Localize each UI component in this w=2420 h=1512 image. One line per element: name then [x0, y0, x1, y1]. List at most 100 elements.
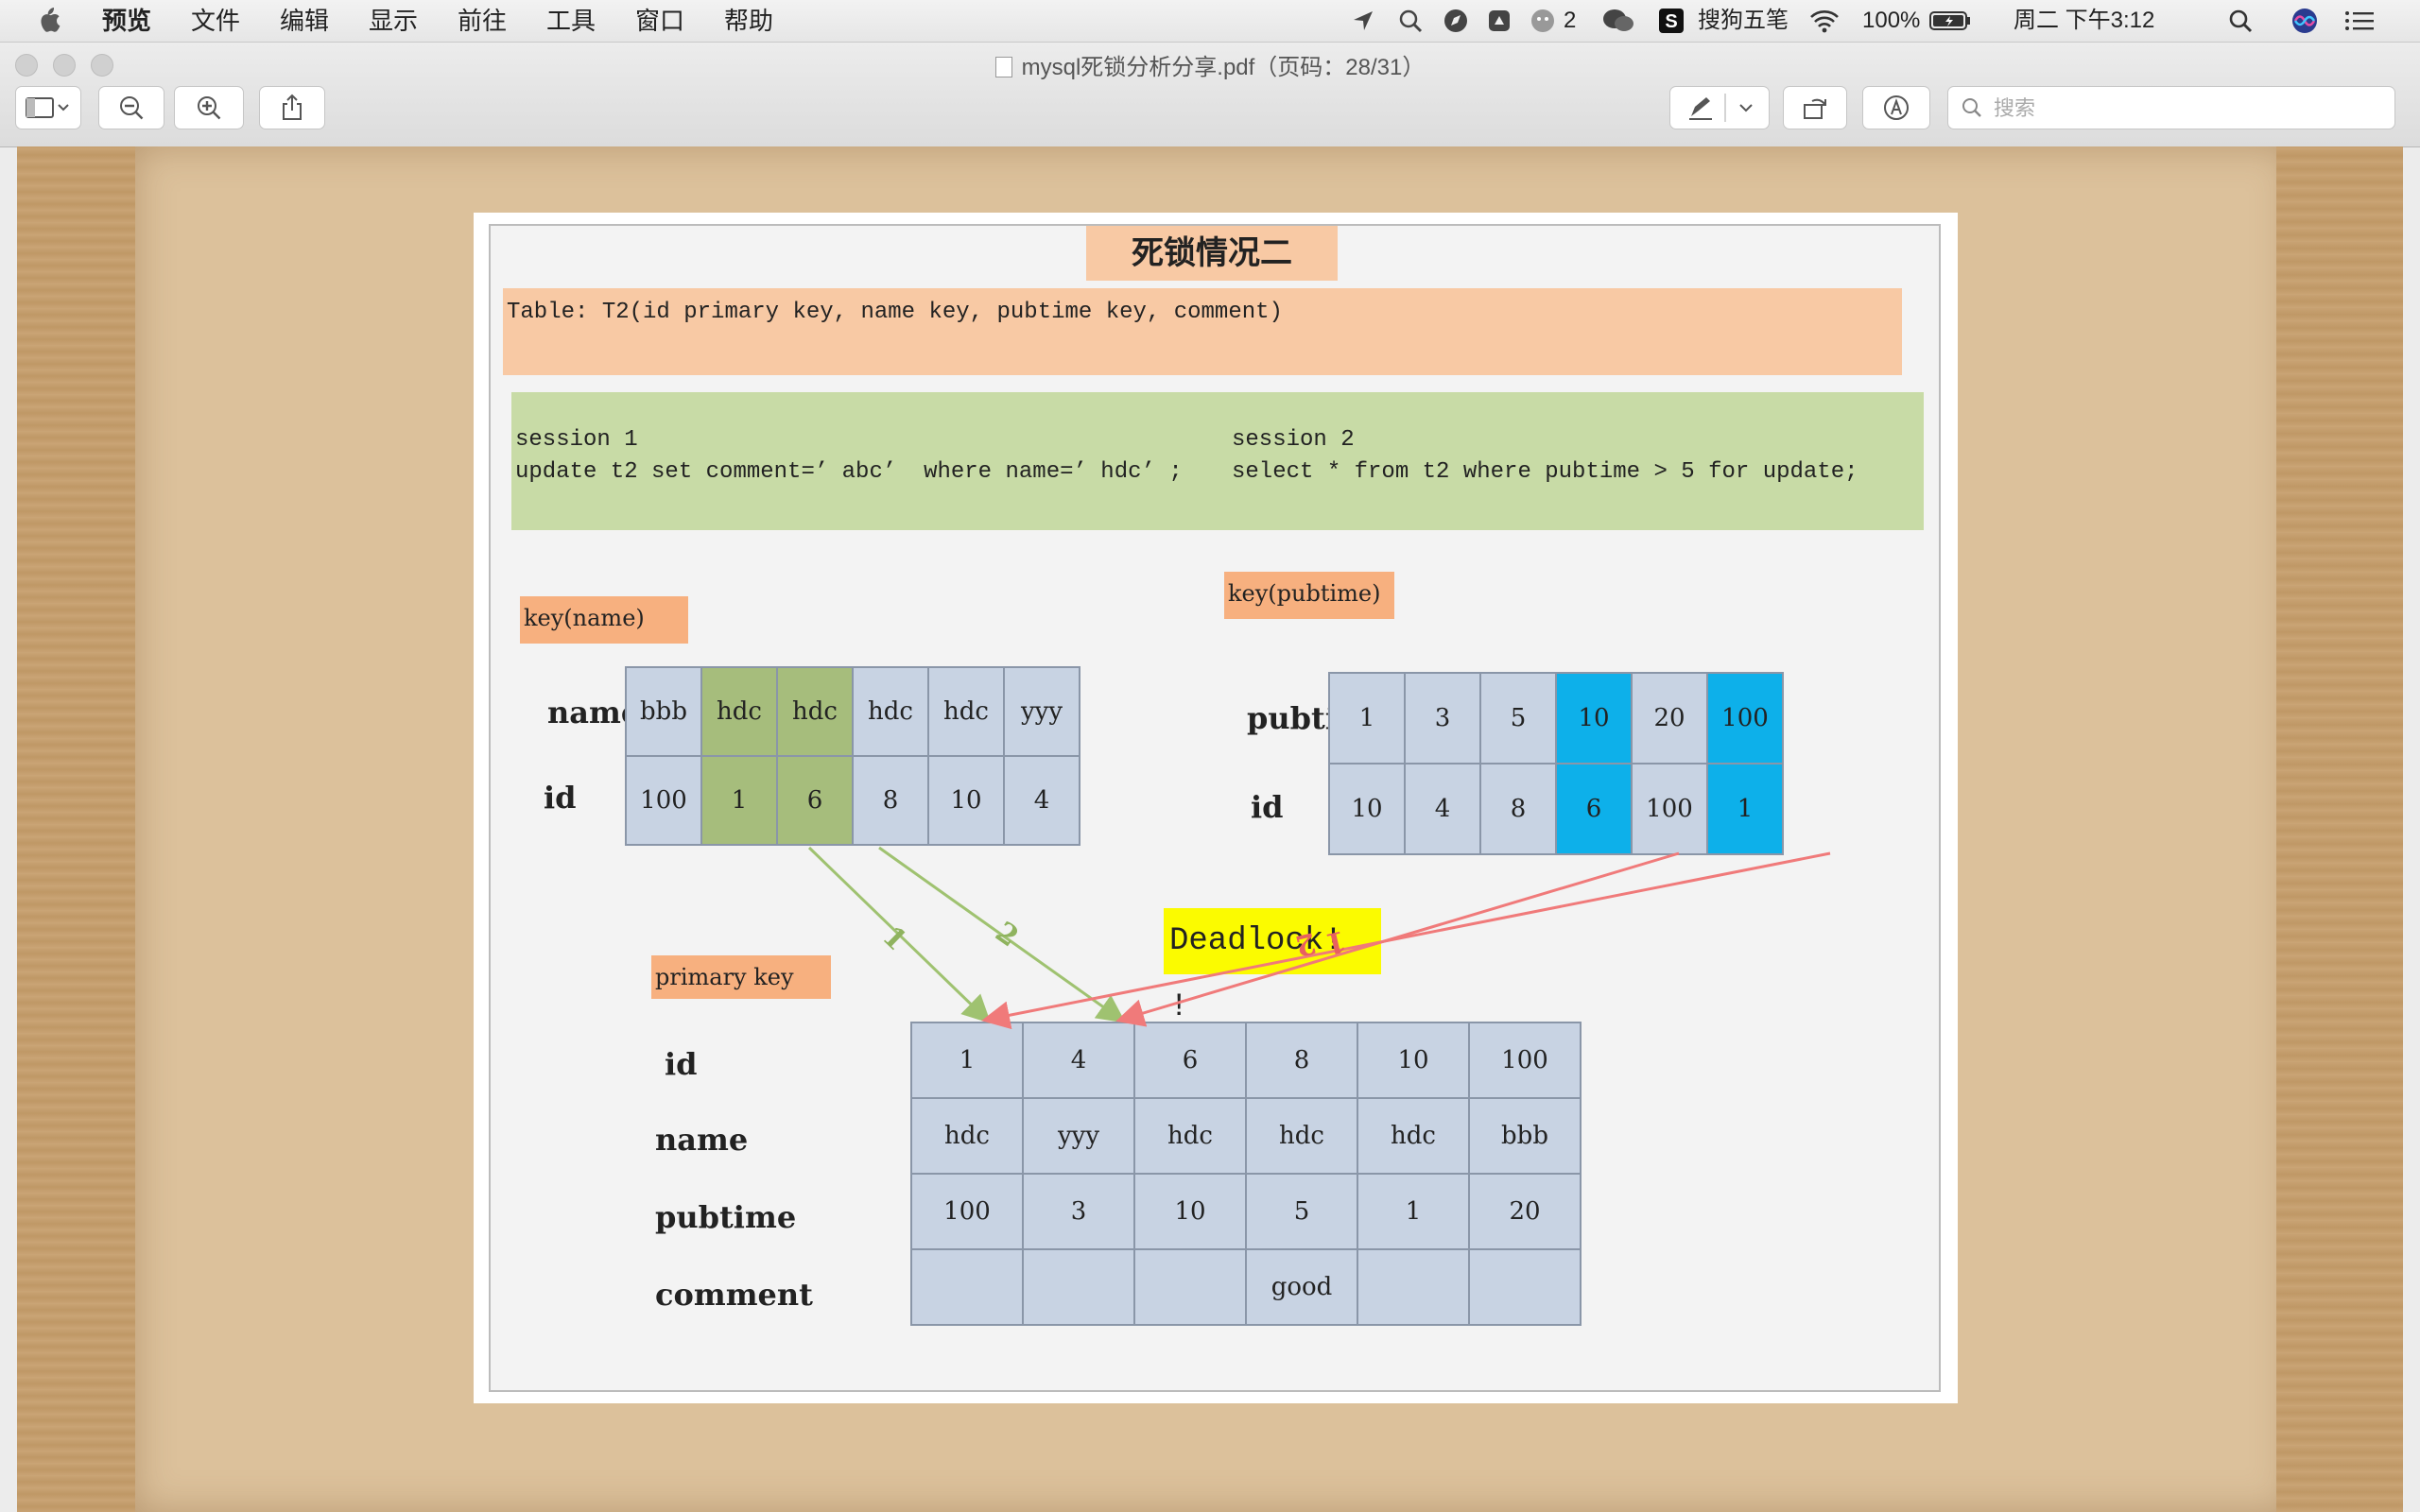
clock[interactable]: 周二 下午3:12: [2014, 8, 2155, 33]
share-icon: [283, 94, 302, 120]
menu-app-name[interactable]: 预览: [102, 7, 152, 35]
sidebar-icon: [26, 97, 69, 118]
key-pubtime-cell-locked: 10: [1555, 672, 1633, 765]
window-title-text: mysql死锁分析分享.pdf（页码：28/31）: [1021, 55, 1426, 80]
primary-id-cell: 4: [1022, 1022, 1135, 1099]
spotlight-search-icon[interactable]: [2227, 8, 2254, 34]
key-name-id-cell: 4: [1003, 755, 1080, 846]
menu-go[interactable]: 前往: [458, 7, 508, 35]
primary-name-cell: hdc: [1245, 1097, 1358, 1175]
markup-pen-button[interactable]: [1669, 86, 1770, 129]
tray-app-icon[interactable]: [1486, 8, 1512, 34]
key-pubtime-cell: 20: [1631, 672, 1708, 765]
key-name-cell: bbb: [625, 666, 702, 757]
key-pubtime-id-cell-locked: 1: [1706, 763, 1784, 855]
zoom-window-button[interactable]: [91, 54, 113, 77]
key-pubtime-id-cell-locked: 6: [1555, 763, 1633, 855]
menu-view[interactable]: 显示: [369, 7, 419, 35]
title-bar: mysql死锁分析分享.pdf（页码：28/31）: [0, 43, 2420, 147]
menu-help[interactable]: 帮助: [724, 7, 774, 35]
input-method-name[interactable]: 搜狗五笔: [1698, 8, 1789, 33]
menu-window[interactable]: 窗口: [635, 7, 685, 35]
primary-name-cell: hdc: [1357, 1097, 1470, 1175]
primary-id-cell: 10: [1357, 1022, 1470, 1099]
primary-id-cell: 8: [1245, 1022, 1358, 1099]
battery-percent: 100%: [1862, 8, 1921, 33]
window-title: mysql死锁分析分享.pdf（页码：28/31）: [0, 48, 2420, 81]
search-people-icon[interactable]: [1397, 8, 1424, 34]
key-name-row-label-name: name: [547, 695, 641, 730]
arrow-label-red-1: 1: [1322, 923, 1349, 960]
close-window-button[interactable]: [15, 54, 38, 77]
primary-comment-cell: [910, 1248, 1024, 1326]
minimize-window-button[interactable]: [53, 54, 76, 77]
key-name-id-cell: 100: [625, 755, 702, 846]
primary-name-cell: hdc: [1133, 1097, 1247, 1175]
primary-comment-cell: [1022, 1248, 1135, 1326]
menu-tools[interactable]: 工具: [546, 7, 596, 35]
session-2-sql: select * from t2 where pubtime > 5 for u…: [1232, 459, 1858, 485]
battery-charging-icon[interactable]: [1928, 8, 1972, 34]
key-name-cell: hdc: [927, 666, 1005, 757]
key-name-id-cell: 10: [927, 755, 1005, 846]
menu-file[interactable]: 文件: [191, 7, 241, 35]
apple-logo-icon[interactable]: [36, 6, 62, 34]
markup-toolbar-button[interactable]: [1862, 86, 1930, 129]
table-definition: Table: T2(id primary key, name key, pubt…: [503, 288, 1902, 375]
key-name-id-cell-locked: 1: [700, 755, 778, 846]
zoom-out-button[interactable]: [98, 86, 164, 129]
zoom-in-button[interactable]: [174, 86, 244, 129]
session-2-label: session 2: [1232, 427, 1355, 453]
primary-comment-cell: [1468, 1248, 1582, 1326]
key-pubtime-cell-locked: 100: [1706, 672, 1784, 765]
key-pubtime-id-cell: 100: [1631, 763, 1708, 855]
arrow-name-1-to-pk: [807, 846, 992, 1024]
session-1-label: session 1: [515, 427, 638, 453]
document-view[interactable]: 死锁情况二 Table: T2(id primary key, name key…: [17, 146, 2403, 1512]
preview-window: mysql死锁分析分享.pdf（页码：28/31）: [0, 43, 2420, 1512]
primary-key-label: primary key: [651, 955, 831, 999]
notification-center-icon[interactable]: [2342, 8, 2377, 34]
svg-text:S: S: [1665, 11, 1677, 32]
primary-pubtime-cell: 3: [1022, 1173, 1135, 1250]
compass-icon[interactable]: [1443, 8, 1469, 34]
session-2: session 2 select * from t2 where pubtime …: [1232, 424, 1858, 489]
pen-icon: [1689, 94, 1753, 122]
paper-edge-left: [17, 146, 140, 1512]
key-pubtime-row-label-id: id: [1251, 789, 1284, 825]
key-pubtime-id-cell: 4: [1404, 763, 1481, 855]
primary-pubtime-cell: 1: [1357, 1173, 1470, 1250]
key-pubtime-cell: 5: [1479, 672, 1557, 765]
rotate-button[interactable]: [1783, 86, 1847, 129]
slide-title: 死锁情况二: [1086, 226, 1338, 281]
primary-name-cell: bbb: [1468, 1097, 1582, 1175]
slide-frame: 死锁情况二 Table: T2(id primary key, name key…: [489, 224, 1941, 1392]
share-button[interactable]: [259, 86, 325, 129]
sessions-box: session 1 update t2 set comment=’ abc’ wh…: [511, 392, 1924, 530]
key-name-cell-locked: hdc: [776, 666, 854, 757]
sidebar-toggle-button[interactable]: [15, 86, 81, 129]
key-pubtime-id-cell: 8: [1479, 763, 1557, 855]
primary-key-table: 1 4 6 8 10 100 hdc yyy hdc hdc hdc bbb: [910, 1022, 1582, 1326]
arrow-pubtime-6-to-pk: [1115, 851, 1680, 1027]
primary-row-label-comment: comment: [655, 1277, 813, 1313]
sogou-input-icon[interactable]: S: [1658, 8, 1685, 34]
key-name-row-label-id: id: [544, 780, 577, 816]
wechat-icon[interactable]: [1601, 8, 1635, 34]
primary-row-label-name: name: [655, 1122, 749, 1158]
session-1-sql: update t2 set comment=’ abc’ where name=…: [515, 459, 1183, 485]
location-arrow-icon[interactable]: [1350, 8, 1376, 34]
qq-icon[interactable]: [1530, 8, 1556, 34]
primary-row-label-id: id: [665, 1046, 698, 1082]
siri-icon[interactable]: [2290, 8, 2320, 34]
session-1: session 1 update t2 set comment=’ abc’ wh…: [515, 424, 1183, 489]
primary-comment-cell: [1357, 1248, 1470, 1326]
wifi-icon[interactable]: [1807, 8, 1841, 34]
pdf-document-icon: [994, 57, 1012, 77]
menu-edit[interactable]: 编辑: [280, 7, 330, 35]
search-field[interactable]: [1947, 86, 2395, 129]
primary-pubtime-cell: 20: [1468, 1173, 1582, 1250]
key-pubtime-cell: 3: [1404, 672, 1481, 765]
primary-pubtime-cell: 100: [910, 1173, 1024, 1250]
search-input[interactable]: [1992, 93, 2383, 125]
